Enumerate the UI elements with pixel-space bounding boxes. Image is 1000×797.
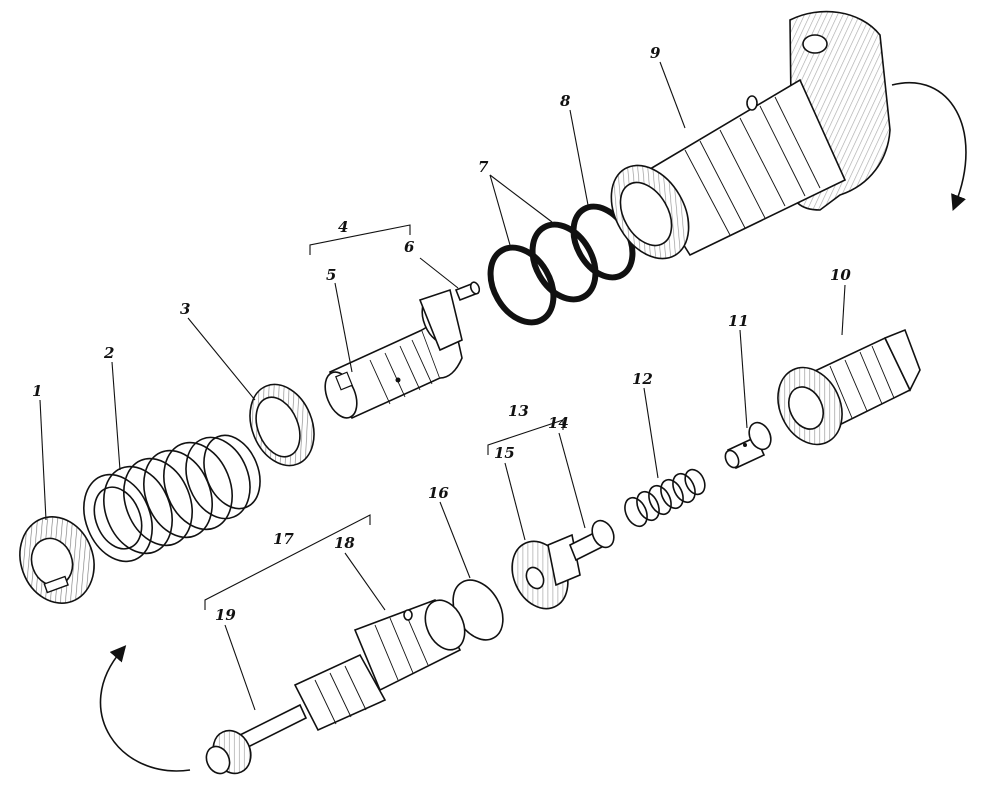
label-8: 8: [560, 92, 571, 110]
part-number-labels: 1 2 3 4 5 6 7 8 9 10 11 12 13 14 15 16 1…: [32, 44, 851, 624]
label-18: 18: [334, 534, 355, 552]
label-11: 11: [728, 312, 749, 330]
part-12-small-spring: [624, 468, 706, 528]
label-14: 14: [548, 414, 569, 432]
label-17: 17: [273, 530, 294, 548]
label-7: 7: [478, 158, 489, 176]
part-2-valve-spring: [83, 434, 261, 563]
part-11-check-valve: [724, 421, 772, 470]
part-5-slotted-sleeve: [324, 288, 463, 420]
label-4: 4: [338, 218, 348, 236]
part-19-plunger-stem: [205, 703, 308, 775]
part-7-o-rings: [487, 221, 599, 326]
label-5: 5: [326, 266, 336, 284]
label-13: 13: [508, 402, 529, 420]
part-6-pin-screw: [454, 281, 481, 302]
part-9-pump-body: [610, 10, 891, 260]
label-16: 16: [428, 484, 449, 502]
part-14-valve-stem: [568, 519, 615, 562]
rotation-arrow-top: [891, 82, 967, 211]
part-15-valve-disc: [511, 533, 581, 610]
part-18-plunger-barrel: [293, 598, 466, 732]
label-3: 3: [180, 300, 190, 318]
label-9: 9: [650, 44, 661, 62]
rotation-arrow-bottom: [99, 645, 191, 772]
leader-lines: [39, 61, 846, 711]
label-15: 15: [494, 444, 515, 462]
part-1-split-ring: [19, 516, 95, 604]
label-19: 19: [215, 606, 236, 624]
part-10-union-nut: [777, 328, 921, 446]
label-10: 10: [830, 266, 851, 284]
label-6: 6: [404, 238, 415, 256]
label-2: 2: [103, 344, 114, 362]
part-3-washer: [249, 383, 315, 467]
label-1: 1: [32, 382, 42, 400]
label-12: 12: [632, 370, 653, 388]
